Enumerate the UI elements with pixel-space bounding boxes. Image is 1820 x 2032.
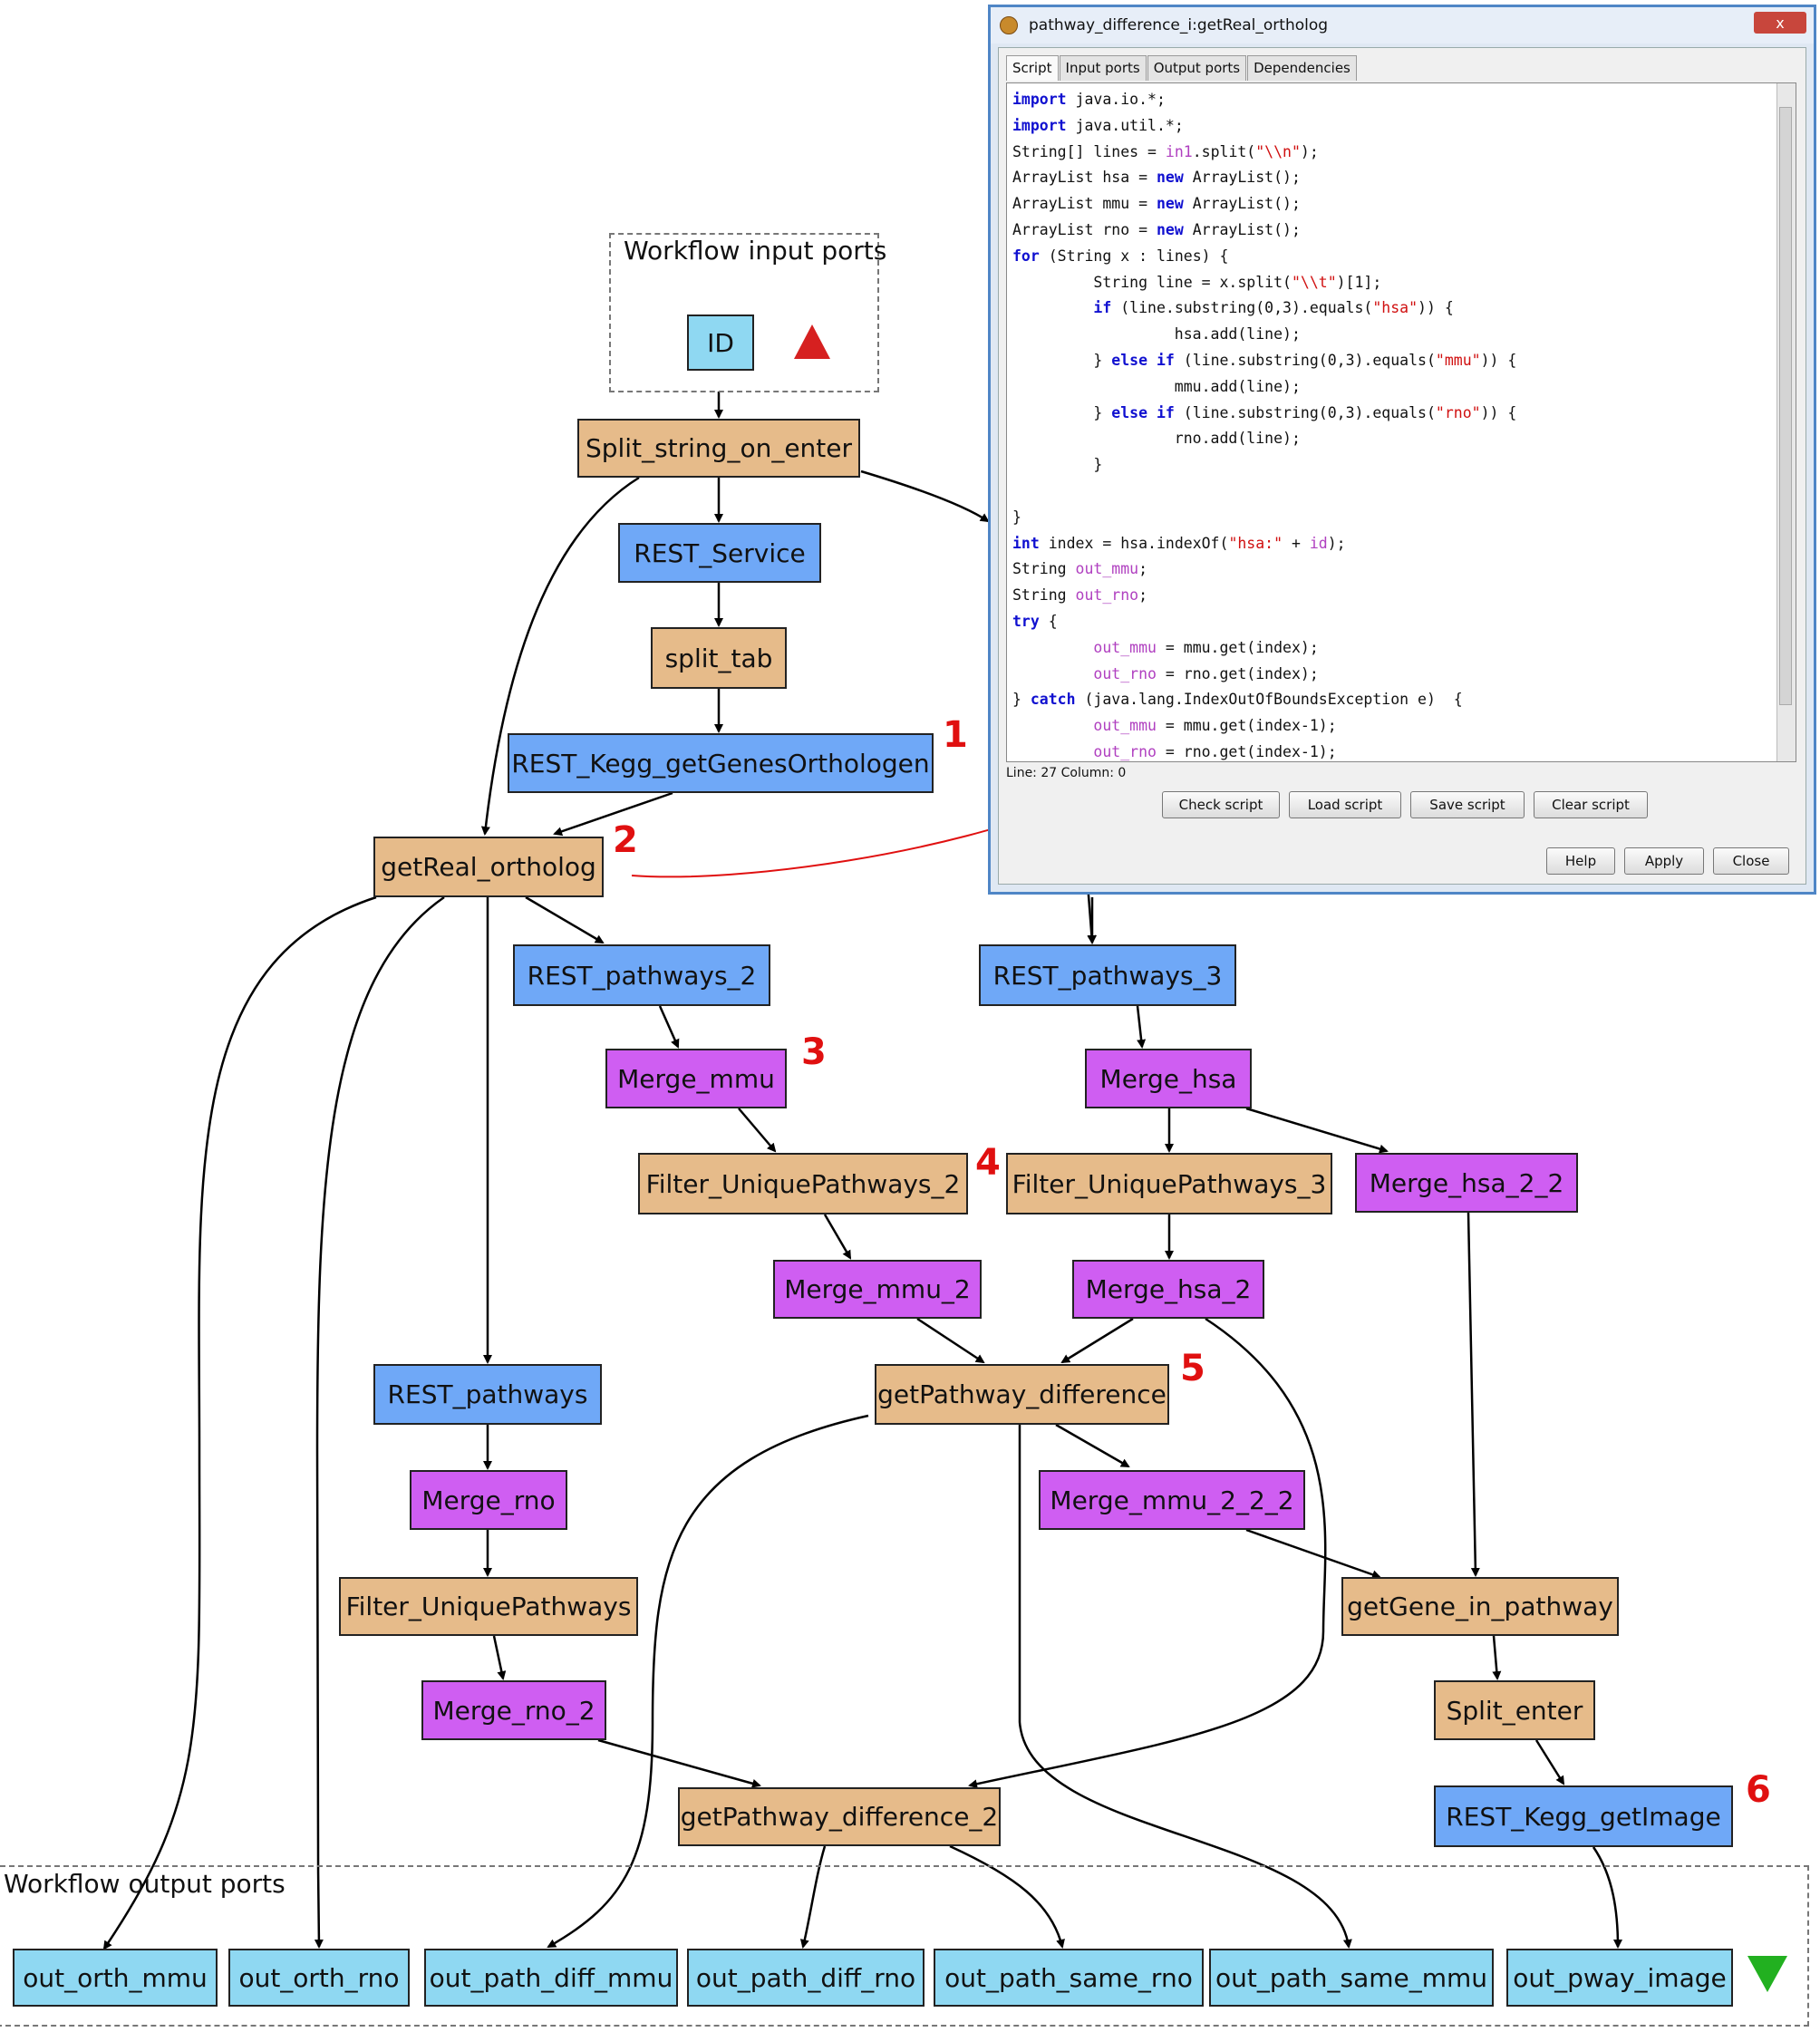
output-port-out-path-same-mmu[interactable]: out_path_same_mmu <box>1209 1949 1494 2007</box>
edge <box>1245 1528 1381 1580</box>
node-rest-kegg-getimage[interactable]: REST_Kegg_getImage <box>1434 1785 1733 1847</box>
node-getgene-in-pathway[interactable]: getGene_in_pathway <box>1341 1577 1619 1636</box>
tab-input-ports[interactable]: Input ports <box>1059 55 1147 81</box>
taverna-icon <box>1000 16 1018 34</box>
node-merge-hsa[interactable]: Merge_hsa <box>1085 1049 1252 1108</box>
annotation-6: 6 <box>1746 1769 1771 1811</box>
dialog-tabs: Script Input ports Output ports Dependen… <box>1006 55 1358 81</box>
close-button[interactable]: Close <box>1713 847 1789 875</box>
node-merge-mmu-2-2-2[interactable]: Merge_mmu_2_2_2 <box>1039 1470 1305 1530</box>
scrollbar-thumb[interactable] <box>1779 107 1792 705</box>
edge <box>1492 1635 1502 1680</box>
dialog-titlebar: pathway_difference_i:getReal_ortholog x <box>991 7 1814 44</box>
node-rest-service[interactable]: REST_Service <box>618 523 821 583</box>
window-close-button[interactable]: x <box>1754 12 1806 34</box>
edge <box>1060 1317 1134 1364</box>
script-editor-dialog: pathway_difference_i:getReal_ortholog x … <box>988 5 1816 895</box>
annotation-3: 3 <box>801 1031 827 1073</box>
edge <box>525 895 605 944</box>
output-port-out-orth-mmu[interactable]: out_orth_mmu <box>13 1949 218 2007</box>
node-merge-rno[interactable]: Merge_rno <box>410 1470 567 1530</box>
node-rest-pathways-2[interactable]: REST_pathways_2 <box>513 944 770 1006</box>
node-filter-uniquepathways-2[interactable]: Filter_UniquePathways_2 <box>638 1153 968 1214</box>
edge <box>738 1108 777 1153</box>
edge <box>860 469 990 523</box>
edge <box>1534 1739 1565 1785</box>
workflow-output-ports-divider <box>0 1865 1809 1867</box>
edge <box>968 1317 1327 1789</box>
edge <box>547 1414 869 1949</box>
save-script-button[interactable]: Save script <box>1410 791 1525 818</box>
edge <box>823 1214 852 1260</box>
edge <box>597 1738 761 1788</box>
node-rest-pathways[interactable]: REST_pathways <box>373 1364 602 1425</box>
check-script-button[interactable]: Check script <box>1162 791 1280 818</box>
edge <box>1055 1423 1130 1468</box>
tab-script[interactable]: Script <box>1006 55 1059 81</box>
edge <box>102 895 377 1950</box>
node-merge-hsa-2[interactable]: Merge_hsa_2 <box>1072 1260 1264 1319</box>
help-button[interactable]: Help <box>1546 847 1615 875</box>
output-port-out-path-diff-rno[interactable]: out_path_diff_rno <box>687 1949 925 2007</box>
node-rest-pathways-3[interactable]: REST_pathways_3 <box>979 944 1236 1006</box>
tab-dependencies[interactable]: Dependencies <box>1247 55 1357 81</box>
clear-script-button[interactable]: Clear script <box>1534 791 1648 818</box>
edge <box>658 1005 680 1049</box>
workflow-input-ports-region <box>609 233 879 392</box>
editor-scrollbar[interactable] <box>1776 83 1796 761</box>
node-getpathway-difference[interactable]: getPathway_difference <box>875 1364 1169 1425</box>
output-port-out-orth-rno[interactable]: out_orth_rno <box>228 1949 410 2007</box>
node-getpathway-difference-2[interactable]: getPathway_difference_2 <box>678 1787 1001 1846</box>
node-split-tab[interactable]: split_tab <box>651 627 787 689</box>
edge <box>1467 1212 1480 1577</box>
edge <box>492 1635 507 1680</box>
annotation-2: 2 <box>613 819 638 861</box>
green-triangle-down-icon <box>1747 1956 1787 1992</box>
node-merge-hsa-2-2[interactable]: Merge_hsa_2_2 <box>1355 1153 1578 1213</box>
node-merge-rno-2[interactable]: Merge_rno_2 <box>421 1680 606 1740</box>
edge <box>949 1844 1065 1949</box>
workflow-output-ports-region <box>0 1865 1809 2027</box>
workflow-output-ports-label: Workflow output ports <box>4 1869 286 1899</box>
script-code[interactable]: import java.io.*; import java.util.*; St… <box>1012 91 1517 760</box>
red-triangle-up-icon <box>794 324 830 359</box>
apply-button[interactable]: Apply <box>1624 847 1704 875</box>
output-port-out-path-same-rno[interactable]: out_path_same_rno <box>934 1949 1204 2007</box>
node-rest-kegg-getgenesorthologen[interactable]: REST_Kegg_getGenesOrthologen <box>508 733 934 793</box>
edge <box>553 791 673 837</box>
edge <box>480 476 640 836</box>
edge <box>1018 1425 1352 1949</box>
workflow-input-ports-label: Workflow input ports <box>624 236 887 266</box>
edge <box>1136 1005 1147 1049</box>
node-split-string-on-enter[interactable]: Split_string_on_enter <box>577 419 860 478</box>
annotation-1: 1 <box>943 714 968 756</box>
edge <box>314 895 445 1949</box>
annotation-5: 5 <box>1180 1348 1205 1389</box>
node-filter-uniquepathways[interactable]: Filter_UniquePathways <box>339 1577 638 1636</box>
node-split-enter[interactable]: Split_enter <box>1434 1680 1595 1740</box>
output-port-out-path-diff-mmu[interactable]: out_path_diff_mmu <box>424 1949 678 2007</box>
tab-output-ports[interactable]: Output ports <box>1147 55 1247 81</box>
edge <box>1592 1846 1622 1949</box>
edge <box>916 1317 985 1364</box>
node-getreal-ortholog[interactable]: getReal_ortholog <box>373 837 604 897</box>
node-filter-uniquepathways-3[interactable]: Filter_UniquePathways_3 <box>1006 1153 1332 1214</box>
node-merge-mmu[interactable]: Merge_mmu <box>605 1049 787 1108</box>
annotation-4: 4 <box>975 1142 1001 1184</box>
output-port-out-pway-image[interactable]: out_pway_image <box>1506 1949 1733 2007</box>
editor-status: Line: 27 Column: 0 <box>1006 766 1127 780</box>
dialog-body: Script Input ports Output ports Dependen… <box>998 47 1806 885</box>
script-editor[interactable]: import java.io.*; import java.util.*; St… <box>1006 82 1796 762</box>
edge <box>1245 1107 1389 1154</box>
node-merge-mmu-2[interactable]: Merge_mmu_2 <box>773 1260 982 1319</box>
input-port-id[interactable]: ID <box>687 314 754 371</box>
load-script-button[interactable]: Load script <box>1289 791 1401 818</box>
edge <box>799 1845 827 1949</box>
dialog-title: pathway_difference_i:getReal_ortholog <box>1029 16 1329 34</box>
